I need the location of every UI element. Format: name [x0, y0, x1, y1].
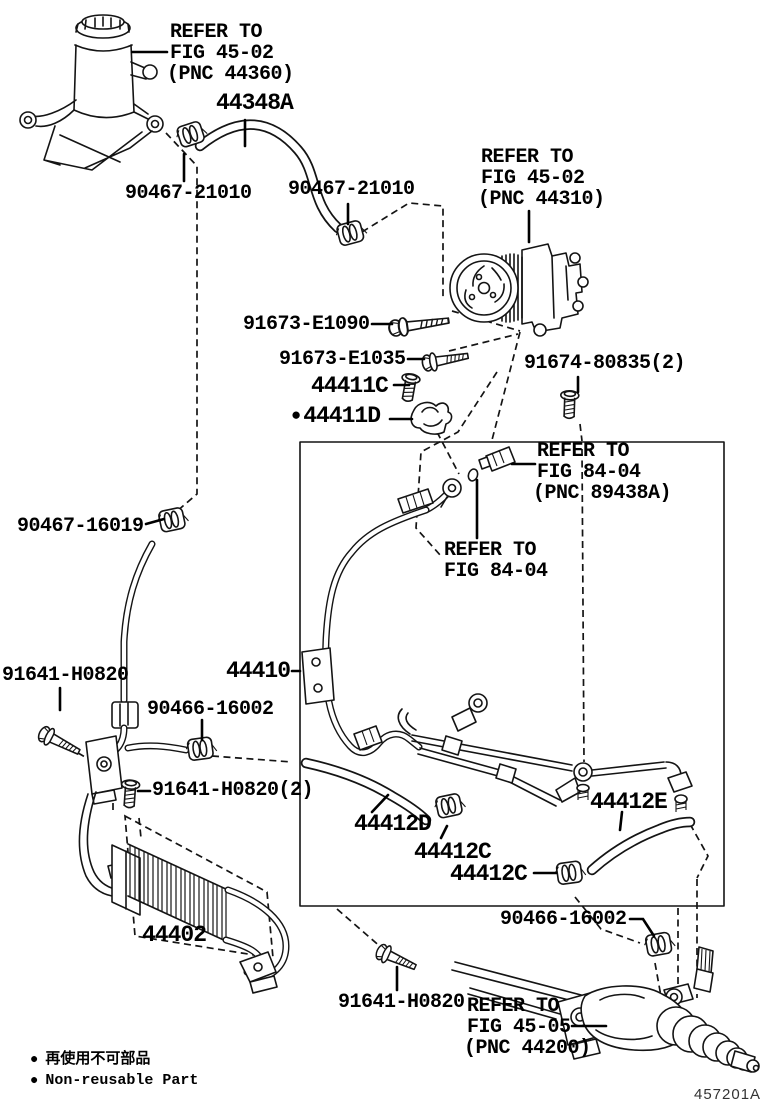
- label-91673-e1090: 91673-E1090: [243, 313, 370, 336]
- clamp-icon-44411d: [410, 401, 453, 435]
- ref-pump-line1: REFER TO: [481, 146, 574, 169]
- pump-drawing: [449, 243, 589, 337]
- clamp-icon-90466-16002-b: [642, 930, 678, 958]
- label-44411d-text: 44411D: [303, 403, 381, 429]
- cooler-drawing: [111, 843, 290, 994]
- suction-tube-drawing: [78, 540, 190, 903]
- label-91674-80835: 91674-80835(2): [524, 352, 686, 375]
- clamp-icon-44412c-a: [432, 791, 468, 820]
- non-reusable-bullet-icon: ●: [291, 407, 301, 426]
- legend-en-text: Non-reusable Part: [45, 1072, 199, 1089]
- clamp-icon-44412c-b: [553, 859, 588, 886]
- ref-oring-line1: REFER TO: [444, 539, 537, 562]
- ref-sensor-line3: (PNC 89438A): [533, 482, 672, 505]
- label-44411d: ●44411D: [291, 403, 381, 429]
- label-44412d: 44412D: [354, 811, 432, 837]
- label-44410: 44410: [226, 658, 291, 684]
- label-91641-h0820x2: 91641-H0820(2): [152, 779, 314, 802]
- legend-jp-text: 再使用不可部品: [45, 1051, 151, 1068]
- reservoir-drawing: [19, 14, 164, 171]
- ref-sensor-line2: FIG 84-04: [537, 461, 641, 484]
- ref-gear-line3: (PNC 44200): [464, 1037, 591, 1060]
- ref-sensor-line1: REFER TO: [537, 440, 630, 463]
- label-44412c-b: 44412C: [450, 861, 528, 887]
- ref-reservoir-line2: FIG 45-02: [170, 42, 274, 65]
- dashed-guides: [67, 132, 709, 1003]
- label-90466-16002-a: 90466-16002: [147, 698, 274, 721]
- legend-bullet-icon: ●: [30, 1073, 39, 1089]
- label-44402: 44402: [142, 922, 207, 948]
- bolt-icon-91674-80835: [559, 389, 580, 420]
- label-44348a: 44348A: [216, 90, 294, 116]
- label-90467-21010-b: 90467-21010: [288, 178, 415, 201]
- label-44411c: 44411C: [311, 373, 389, 399]
- ref-pump-line3: (PNC 44310): [478, 188, 605, 211]
- ref-reservoir-line3: (PNC 44360): [167, 63, 294, 86]
- label-90467-16019: 90467-16019: [17, 515, 144, 538]
- leader-lines: [58, 50, 656, 1028]
- screw-icon-44411c: [397, 371, 422, 404]
- bolt-icon-91641-h0820-left: [35, 723, 84, 761]
- ref-gear-line2: FIG 45-05: [467, 1016, 571, 1039]
- detail-box-frame: [299, 441, 725, 907]
- supply-hose-drawing: [194, 119, 344, 234]
- figure-code: 457201A: [694, 1086, 760, 1103]
- screw-icon-91641-h0820x2: [119, 778, 141, 809]
- ref-gear-line1: REFER TO: [467, 995, 560, 1018]
- legend-bullet-icon: ●: [30, 1052, 39, 1068]
- ref-oring-line2: FIG 84-04: [444, 560, 548, 583]
- label-91673-e1035: 91673-E1035: [279, 348, 406, 371]
- ref-reservoir-line1: REFER TO: [170, 21, 263, 44]
- label-91641-h0820-bottom: 91641-H0820: [338, 991, 465, 1014]
- pressure-tube-box-contents: [300, 446, 696, 876]
- ref-pump-line2: FIG 45-02: [481, 167, 585, 190]
- legend-non-reusable-en: ● Non-reusable Part: [30, 1072, 198, 1089]
- label-91641-h0820-left: 91641-H0820: [2, 664, 129, 687]
- label-44412c-a: 44412C: [414, 839, 492, 865]
- label-90466-16002-b: 90466-16002: [500, 908, 627, 931]
- legend-non-reusable-jp: ● 再使用不可部品: [30, 1047, 150, 1068]
- steering-gear-drawing: [451, 946, 760, 1073]
- label-90467-21010-a: 90467-21010: [125, 182, 252, 205]
- bolt-icon-91673-e1090: [386, 310, 451, 339]
- label-44412e: 44412E: [590, 789, 668, 815]
- bolt-icon-91673-e1035: [420, 346, 471, 374]
